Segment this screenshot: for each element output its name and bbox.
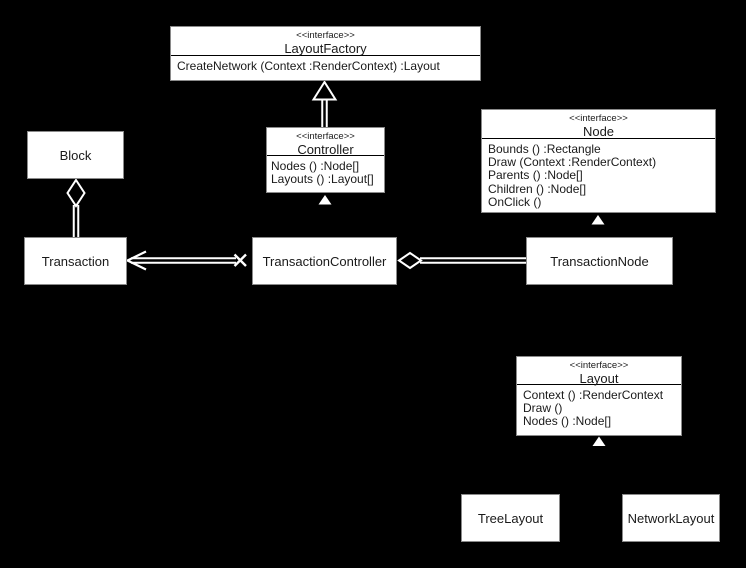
association-connector-transactioncontroller-transaction [124, 250, 247, 271]
class-name: Controller [297, 142, 354, 157]
class-box-layout[interactable]: <<interface>> Layout Context () :RenderC… [516, 356, 682, 436]
class-box-transactionnode[interactable]: TransactionNode [526, 237, 673, 285]
class-box-block[interactable]: Block [27, 131, 124, 179]
class-header: <<interface>> Node [482, 110, 715, 139]
method-item: Children () :Node[] [488, 181, 587, 196]
aggregation-connector-transactioncontroller-transactionnode [397, 251, 526, 270]
realization-arrowhead-layout [592, 436, 606, 446]
stereotype-label: <<interface>> [569, 113, 628, 124]
class-name: LayoutFactory [284, 41, 367, 56]
method-item: OnClick () [488, 194, 542, 209]
class-header: <<interface>> Layout [517, 357, 681, 386]
realization-arrowhead-node [591, 215, 605, 225]
method-item: Draw () [523, 401, 563, 416]
method-item: Context () :RenderContext [523, 388, 664, 402]
hollow-diamond [397, 251, 423, 270]
method-item: CreateNetwork (Context :RenderContext) :… [177, 59, 440, 73]
stereotype-label: <<interface>> [296, 30, 355, 41]
class-name: TransactionController [262, 253, 387, 269]
method-item: Layouts () :Layout[] [271, 172, 374, 187]
generalization-connector-controller-layoutfactory [311, 80, 338, 127]
class-header: <<interface>> LayoutFactory [171, 27, 480, 56]
class-name: Transaction [41, 253, 110, 269]
class-name: Layout [579, 371, 619, 386]
hollow-triangle-arrowhead [311, 80, 338, 101]
methods-compartment: CreateNetwork (Context :RenderContext) :… [171, 55, 480, 77]
class-box-node[interactable]: <<interface>> Node Bounds () :Rectangle … [481, 109, 716, 213]
class-box-layoutfactory[interactable]: <<interface>> LayoutFactory CreateNetwor… [170, 26, 481, 81]
class-box-networklayout[interactable]: NetworkLayout [622, 494, 720, 542]
methods-compartment: Bounds () :Rectangle Draw (Context :Rend… [482, 138, 715, 213]
class-name: TreeLayout [477, 510, 544, 526]
class-name: Block [59, 147, 92, 163]
class-box-treelayout[interactable]: TreeLayout [461, 494, 560, 542]
method-item: Nodes () :Node[] [271, 159, 360, 173]
open-arrowhead [124, 250, 147, 271]
class-name: NetworkLayout [627, 510, 715, 526]
method-item: Nodes () :Node[] [523, 414, 612, 429]
method-item: Bounds () :Rectangle [488, 142, 601, 156]
class-box-controller[interactable]: <<interface>> Controller Nodes () :Node[… [266, 127, 385, 193]
aggregation-connector-block-transaction [66, 178, 86, 237]
class-header: <<interface>> Controller [267, 128, 384, 157]
method-item: Parents () :Node[] [488, 168, 583, 183]
stereotype-label: <<interface>> [569, 360, 629, 371]
realization-arrowhead-controller [318, 195, 332, 205]
methods-compartment: Nodes () :Node[] Layouts () :Layout[] [267, 155, 384, 190]
methods-compartment: Context () :RenderContext Draw () Nodes … [517, 384, 681, 433]
class-box-transactioncontroller[interactable]: TransactionController [252, 237, 397, 285]
class-name: TransactionNode [550, 253, 649, 269]
hollow-diamond [66, 178, 86, 208]
class-box-transaction[interactable]: Transaction [24, 237, 127, 285]
non-navigable-x-marker [233, 253, 247, 267]
class-name: Node [582, 124, 615, 139]
method-item: Draw (Context :RenderContext) [488, 155, 657, 170]
stereotype-label: <<interface>> [296, 131, 355, 142]
